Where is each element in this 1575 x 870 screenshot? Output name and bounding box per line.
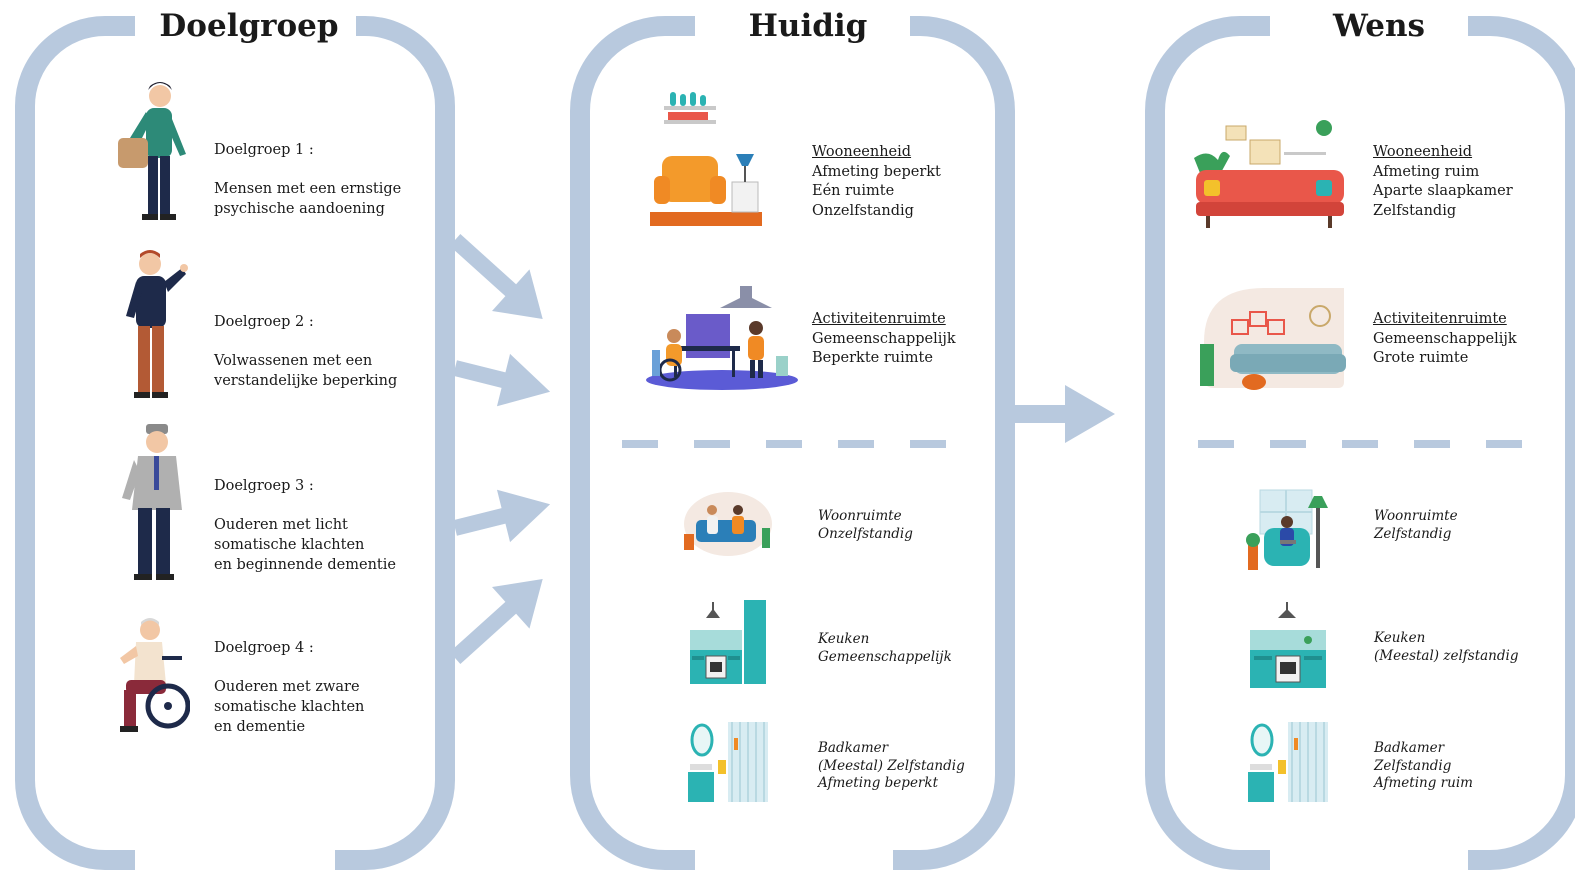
man-waving-icon	[126, 250, 188, 398]
wens-keuken-line-1: Keuken	[1374, 630, 1426, 646]
huidig-woonruimte-block: Woonruimte Onzelfstandig	[818, 508, 913, 543]
wens-wooneenheid-line-1: Afmeting ruim	[1373, 163, 1480, 180]
huidig-wooneenheid-line-2: Eén ruimte	[812, 183, 895, 199]
huidig-wooneenheid-line-3: Onzelfstandig	[812, 202, 914, 219]
panel-title-huidig: Huidig	[706, 6, 910, 46]
panel-huidig-border	[570, 16, 695, 870]
huidig-woonruimte-line-1: Woonruimte	[818, 508, 902, 524]
bathroom-icon	[688, 722, 768, 802]
wens-keuken-block: Keuken (Meestal) zelfstandig	[1374, 630, 1518, 665]
huidig-activiteitenruimte-title: Activiteitenruimte	[812, 311, 946, 327]
armchair-room-icon	[650, 92, 762, 226]
wens-badkamer-line-3: Afmeting ruim	[1374, 775, 1473, 791]
group-1-description: Mensen met een ernstige psychische aando…	[214, 181, 402, 217]
wens-badkamer-block: Badkamer Zelfstandig Afmeting ruim	[1374, 740, 1473, 793]
shared-kitchen-activity-icon	[646, 286, 798, 390]
group-3-heading: Doelgroep 3 :	[214, 478, 314, 494]
panel-doelgroep-border	[15, 16, 135, 870]
group-2-heading: Doelgroep 2 :	[214, 314, 314, 330]
huidig-badkamer-line-2: (Meestal) Zelfstandig	[818, 757, 965, 774]
arrow-huidig-to-wens	[1012, 385, 1115, 443]
wens-activiteitenruimte-block: Activiteitenruimte Gemeenschappelijk Gro…	[1373, 310, 1517, 369]
panel-title-wens: Wens	[1290, 6, 1468, 46]
arrow-group-3	[453, 489, 551, 543]
wens-badkamer-line-2: Zelfstandig	[1374, 757, 1452, 774]
huidig-badkamer-line-3: Afmeting beperkt	[818, 775, 938, 791]
huidig-wooneenheid-line-1: Afmeting beperkt	[812, 163, 941, 180]
wens-wooneenheid-line-2: Aparte slaapkamer	[1373, 183, 1513, 199]
person-reading-armchair-icon	[1246, 489, 1328, 570]
person-with-bag-icon	[118, 82, 186, 220]
group-4-description: Ouderen met zware somatische klachten en…	[214, 679, 365, 735]
wens-wooneenheid-block: Wooneenheid Afmeting ruim Aparte slaapka…	[1373, 143, 1513, 221]
wens-woonruimte-line-1: Woonruimte	[1374, 508, 1458, 524]
sofa-room-icon	[1194, 120, 1344, 228]
huidig-wooneenheid-block: Wooneenheid Afmeting beperkt Eén ruimte …	[812, 143, 941, 221]
arrow-group-4	[449, 579, 543, 664]
wens-activiteitenruimte-line-1: Gemeenschappelijk	[1373, 330, 1517, 347]
arrow-group-1	[449, 234, 543, 319]
huidig-badkamer-line-1: Badkamer	[818, 740, 889, 756]
wens-badkamer-line-1: Badkamer	[1374, 740, 1445, 756]
shared-living-room-icon	[684, 492, 772, 556]
wens-wooneenheid-title: Wooneenheid	[1373, 144, 1473, 160]
huidig-woonruimte-line-2: Onzelfstandig	[818, 525, 913, 542]
group-3-description: Ouderen met licht somatische klachten en…	[214, 517, 396, 573]
huidig-activiteitenruimte-line-1: Gemeenschappelijk	[812, 330, 956, 347]
elderly-man-with-hat-icon	[122, 424, 182, 580]
panel-title-doelgroep: Doelgroep	[142, 6, 356, 46]
huidig-activiteitenruimte-line-2: Beperkte ruimte	[812, 350, 933, 366]
kitchen-icon	[1250, 602, 1326, 688]
group-2-description: Volwassenen met een verstandelijke beper…	[214, 353, 398, 389]
huidig-keuken-line-1: Keuken	[818, 631, 870, 647]
wens-wooneenheid-line-3: Zelfstandig	[1373, 202, 1457, 219]
wens-woonruimte-block: Woonruimte Zelfstandig	[1374, 508, 1458, 543]
wens-activiteitenruimte-line-2: Grote ruimte	[1373, 350, 1469, 366]
huidig-wooneenheid-title: Wooneenheid	[812, 144, 912, 160]
group-1-heading: Doelgroep 1 :	[214, 142, 314, 158]
wens-activiteitenruimte-title: Activiteitenruimte	[1373, 311, 1507, 327]
arrow-group-2	[453, 353, 551, 407]
wheelchair-user-icon	[120, 618, 190, 732]
huidig-keuken-line-2: Gemeenschappelijk	[818, 648, 952, 665]
kitchen-icon	[690, 600, 766, 684]
lounge-sofa-icon	[1200, 288, 1346, 390]
wens-keuken-line-2: (Meestal) zelfstandig	[1374, 647, 1519, 664]
panel-wens-border	[1145, 16, 1270, 870]
huidig-badkamer-block: Badkamer (Meestal) Zelfstandig Afmeting …	[818, 740, 965, 793]
huidig-activiteitenruimte-block: Activiteitenruimte Gemeenschappelijk Bep…	[812, 310, 956, 369]
wens-woonruimte-line-2: Zelfstandig	[1374, 525, 1452, 542]
huidig-keuken-block: Keuken Gemeenschappelijk	[818, 631, 952, 666]
bathroom-icon	[1248, 722, 1328, 802]
group-4-heading: Doelgroep 4 :	[214, 640, 314, 656]
